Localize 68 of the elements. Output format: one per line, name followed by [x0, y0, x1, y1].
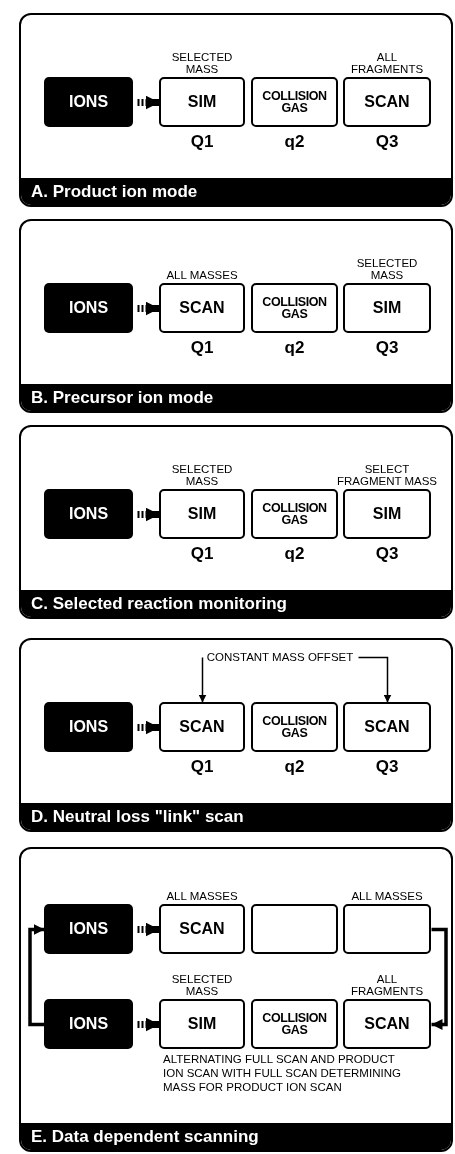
panel-title: C. Selected reaction monitoring — [21, 590, 451, 617]
panel-frame — [19, 219, 453, 413]
stage-label: SCAN — [179, 720, 225, 734]
quadrupole-label: q2 — [284, 758, 305, 776]
stage-label: COLLISION GAS — [261, 90, 328, 114]
panel-title: E. Data dependent scanning — [21, 1123, 451, 1150]
panel-title: B. Precursor ion mode — [21, 384, 451, 411]
source-label: IONS — [68, 299, 109, 317]
panel-frame — [19, 425, 453, 619]
quadrupole-label: Q1 — [190, 339, 214, 357]
quadrupole-label: Q3 — [375, 758, 399, 776]
quadrupole-label: Q1 — [190, 133, 214, 151]
quadrupole-label: Q1 — [190, 545, 214, 563]
stage-label: SCAN — [179, 922, 225, 936]
ion-source-box — [44, 904, 133, 954]
quadrupole-label: Q3 — [375, 133, 399, 151]
ion-source-box — [44, 77, 133, 127]
quadrupole-label: Q3 — [375, 545, 399, 563]
source-label: IONS — [68, 718, 109, 736]
stage-label: SCAN — [364, 1017, 410, 1031]
box-shape — [251, 904, 338, 954]
ion-source-box — [44, 489, 133, 539]
stage-label: COLLISION GAS — [261, 715, 328, 739]
scan-mode-label: SELECTED MASS — [170, 463, 234, 487]
stage-label: SIM — [372, 507, 402, 521]
note-text: ALTERNATING FULL SCAN AND PRODUCT ION SCAN WITH FULL SCAN DETERMINING MASS FOR PRODUCT ION SCAN — [163, 1052, 402, 1094]
scan-mode-label: ALL MASSES — [165, 890, 239, 902]
bracket-arrow — [357, 656, 392, 704]
scan-mode-label: SELECT FRAGMENT MASS — [335, 463, 439, 487]
panel-title: A. Product ion mode — [21, 178, 451, 205]
scan-mode-label: ALL MASSES — [165, 269, 239, 281]
quadrupole-label: Q1 — [190, 758, 214, 776]
scan-mode-label: ALL FRAGMENTS — [349, 973, 425, 997]
stage-label: SCAN — [179, 301, 225, 315]
quadrupole-label: q2 — [284, 545, 305, 563]
stage-label: COLLISION GAS — [261, 1012, 328, 1036]
source-label: IONS — [68, 920, 109, 938]
scan-mode-label: SELECTED MASS — [170, 973, 234, 997]
source-label: IONS — [68, 93, 109, 111]
ion-source-box — [44, 999, 133, 1049]
panel-frame — [19, 638, 453, 832]
ion-source-box — [44, 702, 133, 752]
analyzer-box — [251, 999, 338, 1049]
scan-mode-label: SELECTED MASS — [170, 51, 234, 75]
panel-frame — [19, 13, 453, 207]
loop-arrow — [431, 927, 448, 1030]
stage-label: SCAN — [364, 720, 410, 734]
scan-mode-label: ALL FRAGMENTS — [349, 51, 425, 75]
stage-label: COLLISION GAS — [261, 502, 328, 526]
stage-label: SIM — [187, 95, 217, 109]
bracket-arrow — [198, 656, 207, 704]
panel-frame — [19, 847, 453, 1152]
stage-label: SCAN — [364, 95, 410, 109]
scan-mode-label: SELECTED MASS — [355, 257, 419, 281]
panel-title: D. Neutral loss "link" scan — [21, 803, 451, 830]
source-label: IONS — [68, 1015, 109, 1033]
stage-label: COLLISION GAS — [261, 296, 328, 320]
stage-label: SIM — [372, 301, 402, 315]
loop-arrow — [28, 924, 45, 1027]
stage-label: SIM — [187, 507, 217, 521]
quadrupole-label: q2 — [284, 339, 305, 357]
ion-source-box — [44, 283, 133, 333]
scan-mode-label: ALL MASSES — [350, 890, 424, 902]
source-label: IONS — [68, 505, 109, 523]
offset-text: CONSTANT MASS OFFSET — [204, 651, 356, 663]
stage-label: SIM — [187, 1017, 217, 1031]
quadrupole-label: q2 — [284, 133, 305, 151]
quadrupole-label: Q3 — [375, 339, 399, 357]
